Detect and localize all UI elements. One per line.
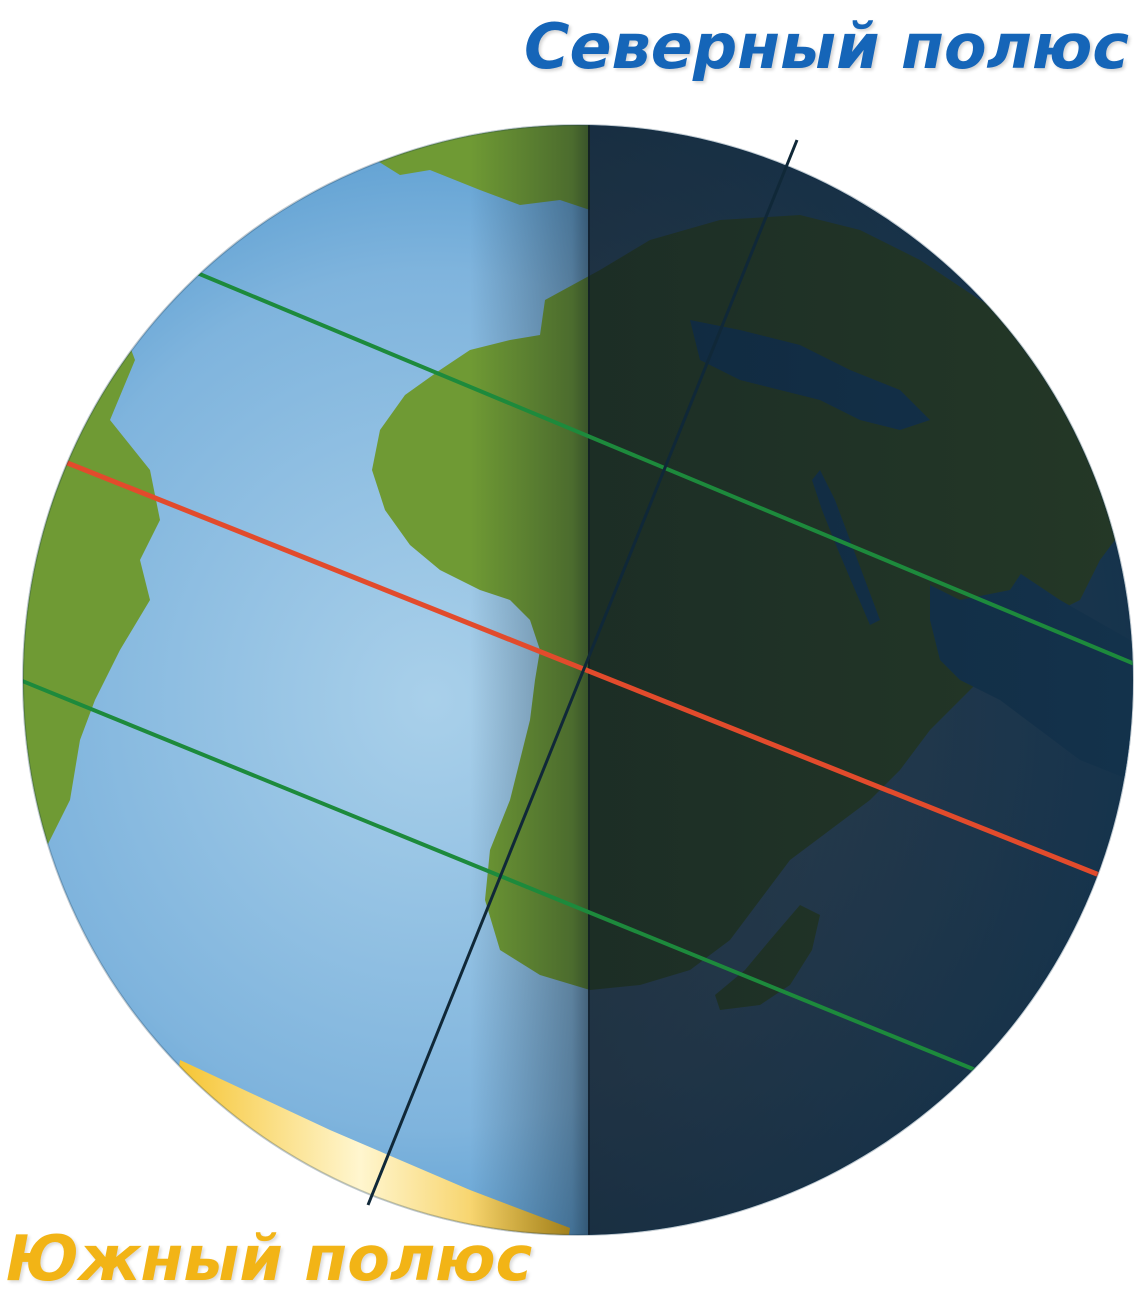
terminator-shade [470,125,590,1235]
south-pole-label: Южный полюс [6,1222,533,1295]
tropic-of-capricorn [23,678,1001,1082]
earth-axis [366,139,799,1206]
night-side [588,125,1133,1235]
north-pole-label: Северный полюс [523,10,1129,83]
globe-rim [22,124,1134,1236]
equator-line [59,457,1133,893]
